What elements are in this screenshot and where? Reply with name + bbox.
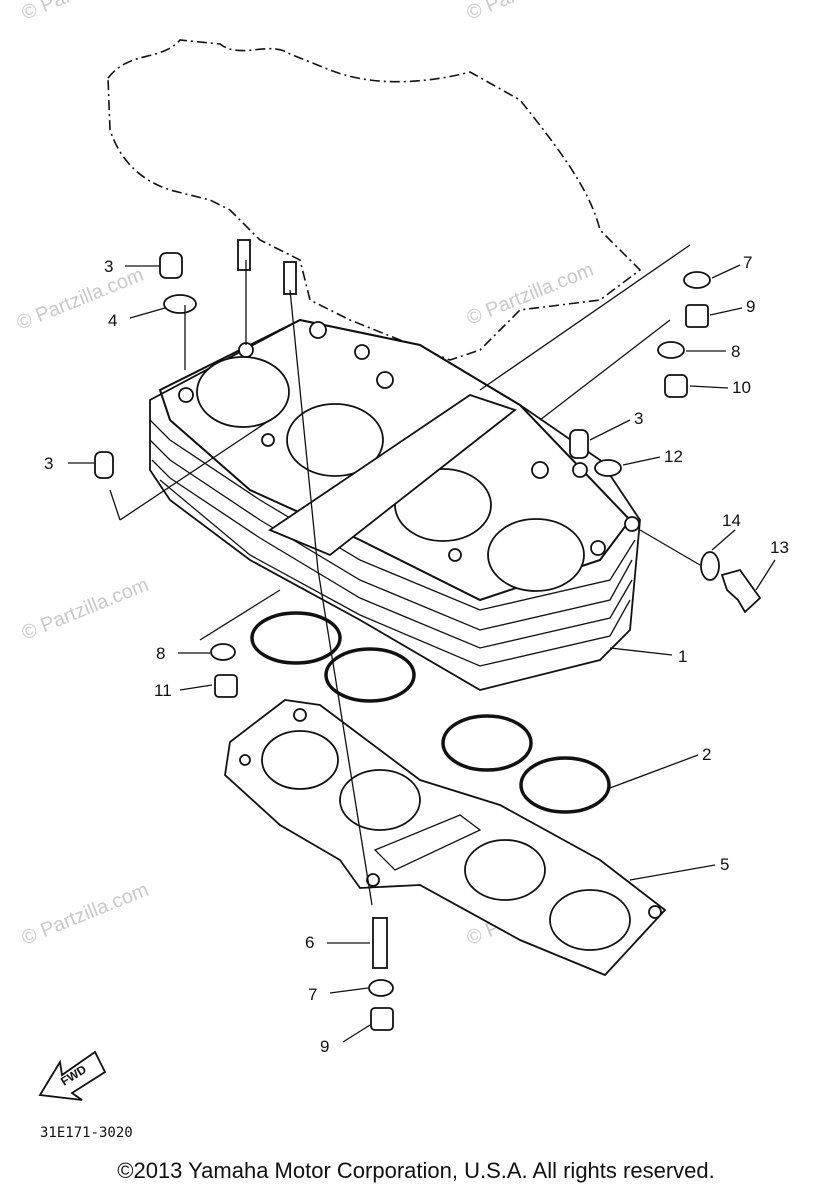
seal-washer: [594, 459, 622, 477]
nut: [685, 304, 709, 328]
o-ring: [441, 714, 533, 772]
callout-5: 5: [720, 855, 729, 874]
watermark: © Partzilla.com: [464, 0, 597, 25]
nut: [214, 674, 238, 698]
callout-3: 3: [44, 454, 53, 473]
callout-3: 3: [104, 257, 113, 276]
callout-1: 1: [678, 647, 687, 666]
callout-3: 3: [634, 409, 643, 428]
crankcase-studs: [237, 239, 297, 295]
cap-nut: [664, 374, 688, 398]
washer: [657, 341, 685, 359]
watermark: © Partzilla.com: [19, 879, 152, 950]
o-ring: [324, 647, 416, 703]
watermark: © Partzilla.com: [19, 574, 152, 645]
washer: [210, 643, 236, 661]
cylinder-gasket: [224, 699, 667, 977]
copyright-notice: ©2013 Yamaha Motor Corporation, U.S.A. A…: [117, 1158, 715, 1183]
diagram-code: 31E171-3020: [40, 1125, 133, 1141]
bolt: [720, 568, 762, 614]
callout-2: 2: [702, 745, 711, 764]
washer: [700, 551, 720, 581]
callout-7: 7: [743, 253, 752, 272]
watermark: © Partzilla.com: [14, 264, 147, 335]
watermark: © Partzilla.com: [19, 0, 152, 25]
callout-10: 10: [732, 378, 751, 397]
callout-12: 12: [664, 447, 683, 466]
callout-9: 9: [320, 1037, 329, 1056]
callout-7: 7: [308, 985, 317, 1004]
dowel-pin: [159, 252, 183, 279]
forward-arrow: FWD: [38, 1050, 107, 1101]
callout-14: 14: [722, 511, 741, 530]
callout-11: 11: [154, 681, 172, 700]
callout-8: 8: [731, 342, 740, 361]
o-rings: [250, 611, 611, 814]
washer: [368, 979, 394, 997]
o-ring: [250, 611, 342, 665]
dowel-pin: [569, 429, 589, 459]
callouts: 1 2 3 3 3 4 5 6 7 7 8 8 9 9 10 11 12 13: [44, 253, 789, 1056]
crankcase-outline: [107, 39, 642, 361]
watermark: © Partzilla.com: [464, 259, 597, 330]
cylinder-block: [149, 318, 641, 691]
dowel-pin: [94, 451, 114, 479]
cylinder-bore: [487, 518, 585, 592]
callout-4: 4: [108, 311, 117, 330]
cylinder-bore: [286, 403, 384, 477]
seal-washer: [163, 294, 197, 314]
stud-bolt: [372, 917, 388, 969]
nut: [370, 1007, 394, 1031]
callout-8: 8: [156, 644, 165, 663]
washer: [683, 271, 711, 289]
leader-lines: [109, 244, 701, 906]
cylinder-bore: [196, 356, 290, 428]
callout-6: 6: [305, 933, 314, 952]
o-ring: [519, 756, 611, 814]
callout-9: 9: [746, 297, 755, 316]
callout-13: 13: [770, 538, 789, 557]
